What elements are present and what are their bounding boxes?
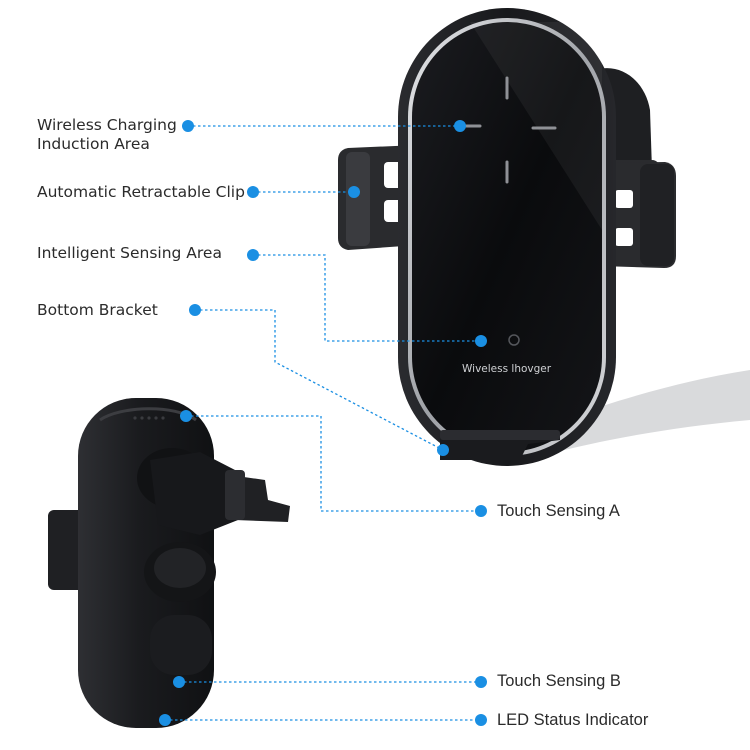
label-line: Intelligent Sensing Area (37, 244, 222, 262)
label-retractable-clip: Automatic Retractable Clip (37, 183, 245, 202)
product-face-text: Wiveless lhovger (462, 363, 552, 375)
bottom-bracket-shape (440, 430, 560, 460)
label-line: Induction Area (37, 135, 150, 153)
leader-sensing-area-end-dot (475, 335, 487, 347)
leader-bottom-bracket-start-dot (189, 304, 201, 316)
leader-led-start-dot (159, 714, 171, 726)
leader-sensing-area-start-dot (247, 249, 259, 261)
label-line: Wireless Charging (37, 116, 177, 134)
label-line: Automatic Retractable Clip (37, 183, 245, 201)
label-line: LED Status Indicator (497, 711, 649, 729)
label-line: Bottom Bracket (37, 301, 158, 319)
label-sensing-area: Intelligent Sensing Area (37, 244, 222, 263)
leader-sensing-area (253, 254, 481, 342)
leader-touch-b-end-dot (475, 676, 487, 688)
label-line: Touch Sensing B (497, 672, 621, 690)
leader-touch-a (186, 415, 481, 512)
label-bottom-bracket: Bottom Bracket (37, 301, 158, 320)
right-clip (600, 162, 676, 268)
leader-wireless-charging-end-dot (454, 120, 466, 132)
callout-lines (159, 120, 487, 726)
leader-bottom-bracket (195, 309, 444, 451)
leader-touch-a-start-dot (180, 410, 192, 422)
leader-retractable-clip-start-dot (247, 186, 259, 198)
charger-body: Wiveless lhovger (398, 8, 616, 466)
label-led-status-indicator: LED Status Indicator (497, 711, 648, 730)
leader-touch-a-end-dot (475, 505, 487, 517)
label-wireless-charging: Wireless Charging Induction Area (37, 116, 177, 154)
leader-touch-b-start-dot (173, 676, 185, 688)
label-line: Touch Sensing A (497, 502, 620, 520)
leader-bottom-bracket-end-dot (437, 444, 449, 456)
leader-led-end-dot (475, 714, 487, 726)
label-touch-sensing-a: Touch Sensing A (497, 502, 620, 521)
label-touch-sensing-b: Touch Sensing B (497, 672, 621, 691)
charger-back-view (48, 398, 290, 728)
leader-wireless-charging-start-dot (182, 120, 194, 132)
leader-retractable-clip-end-dot (348, 186, 360, 198)
